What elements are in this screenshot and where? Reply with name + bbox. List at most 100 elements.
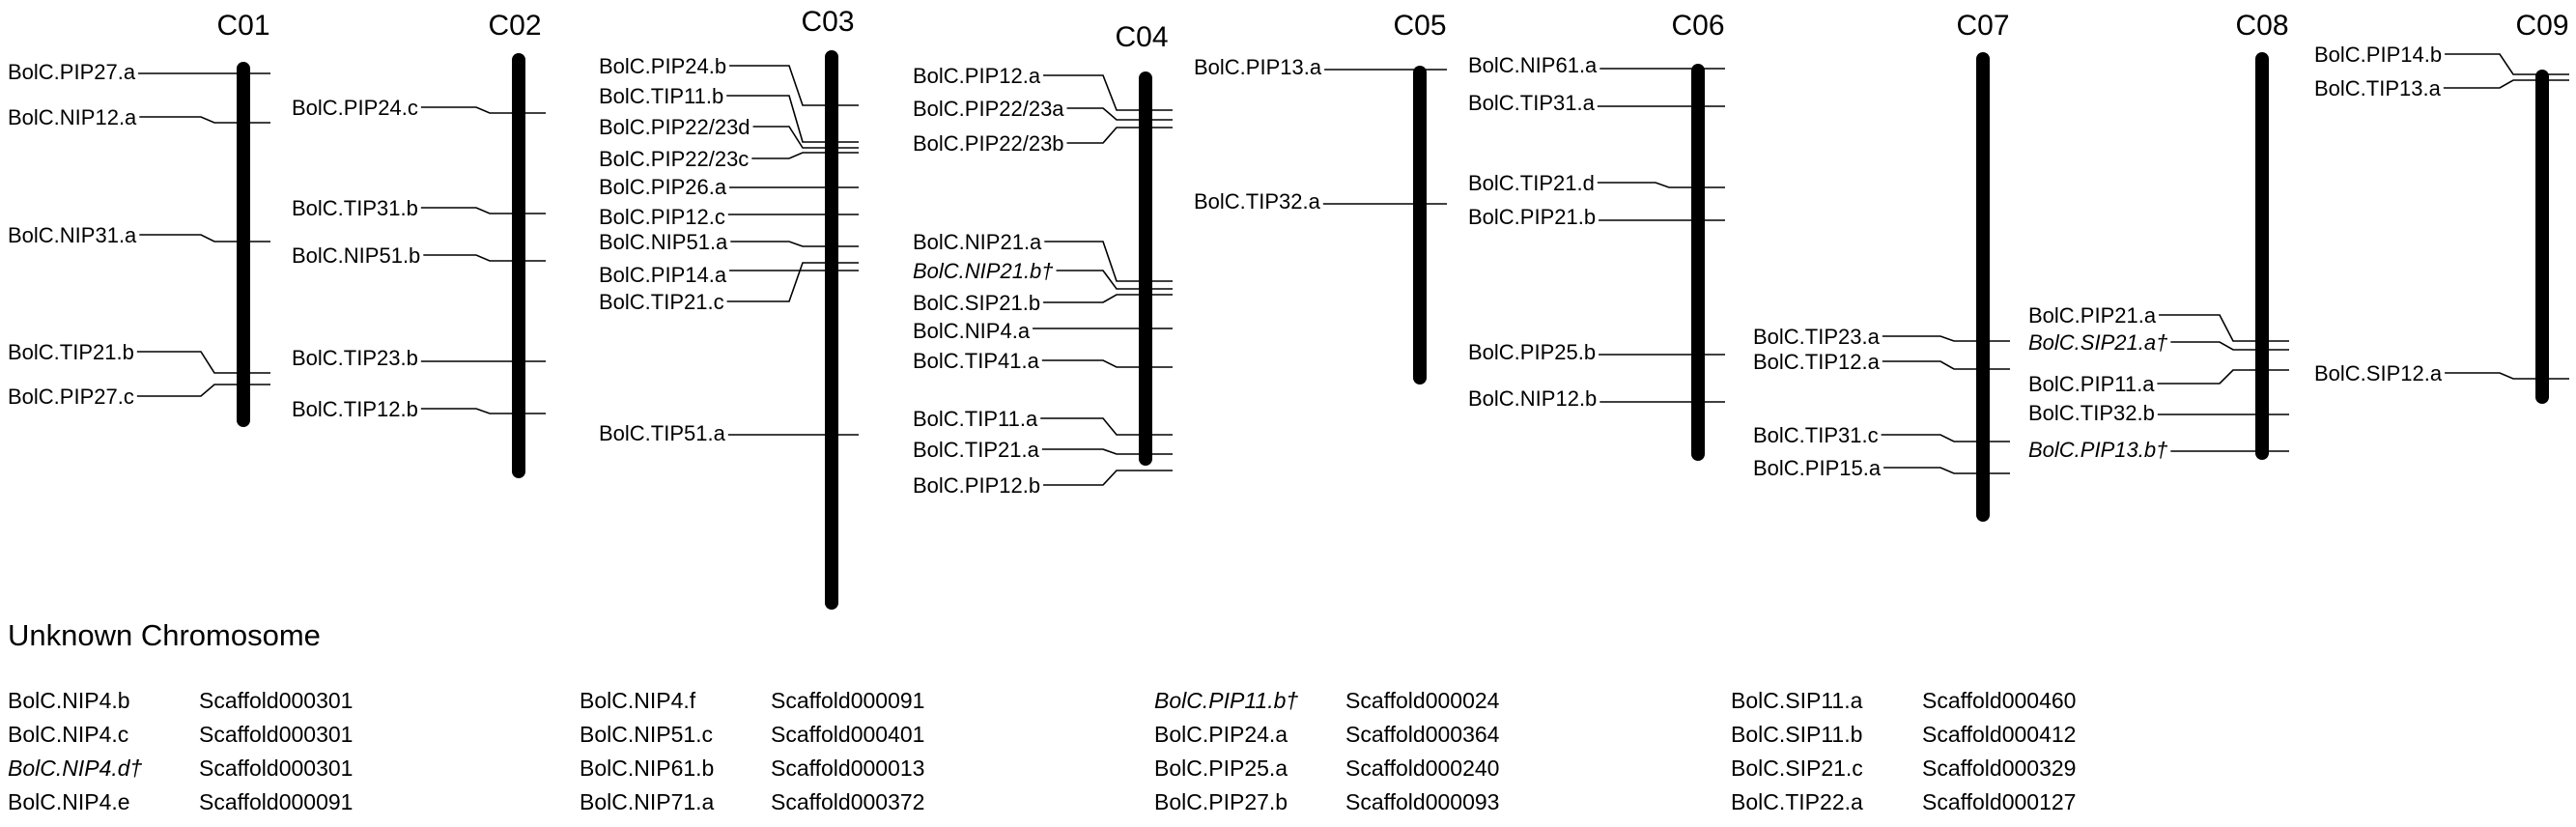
gene-label: BolC.PIP12.a xyxy=(913,64,1041,88)
gene-marker-line xyxy=(2443,79,2569,89)
gene-label: BolC.PIP15.a xyxy=(1753,456,1882,480)
chromosome-title: C01 xyxy=(216,10,269,42)
gene-marker-line xyxy=(420,207,546,214)
gene-label: BolC.TIP21.c xyxy=(599,290,724,314)
gene-label: BolC.TIP32.a xyxy=(1194,189,1321,214)
unknown-gene-name: BolC.NIP4.b xyxy=(8,688,130,713)
gene-label: BolC.NIP4.a xyxy=(913,319,1031,343)
gene-label: BolC.NIP12.b xyxy=(1468,386,1597,411)
scaffold-name: Scaffold000372 xyxy=(771,789,925,814)
gene-marker-line xyxy=(423,254,546,262)
gene-label: BolC.PIP13.b† xyxy=(2028,438,2167,462)
gene-label: BolC.SIP21.b xyxy=(913,291,1040,315)
chromosome-title: C04 xyxy=(1115,21,1168,53)
gene-label: BolC.PIP14.b xyxy=(2314,43,2442,67)
unknown-gene-name: BolC.PIP25.a xyxy=(1154,756,1288,781)
gene-label: BolC.PIP22/23d xyxy=(599,115,750,139)
gene-label: BolC.PIP21.a xyxy=(2028,303,2157,328)
chromosome-c01: C01BolC.PIP27.aBolC.NIP12.aBolC.NIP31.aB… xyxy=(8,10,270,427)
gene-marker-line xyxy=(1882,335,2010,342)
gene-marker-line xyxy=(726,95,859,143)
scaffold-name: Scaffold000091 xyxy=(771,688,925,713)
scaffold-name: Scaffold000301 xyxy=(199,722,354,747)
gene-label: BolC.PIP27.a xyxy=(8,60,136,84)
chromosome-c06: C06BolC.NIP61.aBolC.TIP31.aBolC.TIP21.dB… xyxy=(1468,10,1725,461)
gene-label: BolC.NIP51.a xyxy=(599,230,728,254)
chromosome-c02: C02BolC.PIP24.cBolC.TIP31.bBolC.NIP51.bB… xyxy=(292,10,546,478)
gene-label: BolC.TIP31.c xyxy=(1753,423,1879,447)
unknown-gene-name: BolC.TIP22.a xyxy=(1731,789,1863,814)
gene-label: BolC.PIP25.b xyxy=(1468,340,1596,364)
chromosome-title: C08 xyxy=(2235,10,2288,42)
chromosome-title: C07 xyxy=(1956,10,2009,42)
gene-label: BolC.PIP11.a xyxy=(2028,372,2155,396)
gene-marker-line xyxy=(1597,182,1725,188)
chromosome-c03: C03BolC.PIP24.bBolC.TIP11.bBolC.PIP22/23… xyxy=(599,6,859,610)
gene-marker-line xyxy=(1066,127,1173,144)
unknown-gene-name: BolC.NIP71.a xyxy=(580,789,715,814)
gene-label: BolC.NIP12.a xyxy=(8,105,137,129)
unknown-gene-name: BolC.SIP11.b xyxy=(1731,722,1863,747)
gene-label: BolC.TIP12.b xyxy=(292,397,418,421)
unknown-gene-name: BolC.PIP24.a xyxy=(1154,722,1288,747)
gene-marker-line xyxy=(1040,417,1173,436)
gene-label: BolC.TIP51.a xyxy=(599,421,726,445)
gene-marker-line xyxy=(752,126,859,149)
unknown-gene-name: BolC.SIP11.a xyxy=(1731,688,1863,713)
scaffold-name: Scaffold000024 xyxy=(1345,688,1500,713)
chromosome-title: C02 xyxy=(488,10,541,42)
gene-label: BolC.PIP12.c xyxy=(599,205,725,229)
gene-marker-line xyxy=(1043,74,1173,111)
chromosome-bar xyxy=(512,53,525,478)
gene-marker-line xyxy=(726,262,859,302)
chromosome-bar xyxy=(2535,70,2549,404)
gene-marker-line xyxy=(136,384,270,397)
gene-label: BolC.TIP31.a xyxy=(1468,91,1596,115)
gene-label: BolC.SIP21.a† xyxy=(2028,330,2167,355)
gene-marker-line xyxy=(729,65,859,106)
gene-marker-line xyxy=(1044,241,1173,282)
gene-marker-line xyxy=(420,408,546,414)
gene-label: BolC.TIP23.b xyxy=(292,346,418,370)
gene-label: BolC.TIP41.a xyxy=(913,349,1040,373)
chromosome-title: C05 xyxy=(1393,10,1446,42)
unknown-gene-name: BolC.NIP61.b xyxy=(580,756,715,781)
gene-label: BolC.TIP23.a xyxy=(1753,325,1881,349)
gene-label: BolC.PIP22/23c xyxy=(599,147,749,171)
scaffold-name: Scaffold000127 xyxy=(1922,789,2077,814)
gene-marker-line xyxy=(139,234,270,242)
gene-marker-line xyxy=(1043,294,1173,303)
gene-label: BolC.TIP21.b xyxy=(8,340,134,364)
scaffold-name: Scaffold000460 xyxy=(1922,688,2077,713)
chromosome-map: C01BolC.PIP27.aBolC.NIP12.aBolC.NIP31.aB… xyxy=(8,6,2569,610)
gene-label: BolC.TIP11.a xyxy=(913,407,1038,431)
gene-label: BolC.PIP27.c xyxy=(8,385,134,409)
scaffold-name: Scaffold000364 xyxy=(1345,722,1500,747)
gene-label: BolC.PIP13.a xyxy=(1194,55,1322,79)
gene-label: BolC.PIP14.a xyxy=(599,263,727,287)
gene-marker-line xyxy=(2157,369,2289,385)
scaffold-name: Scaffold000091 xyxy=(199,789,354,814)
gene-marker-line xyxy=(1881,434,2010,442)
unknown-gene-name: BolC.NIP4.f xyxy=(580,688,696,713)
scaffold-name: Scaffold000013 xyxy=(771,756,925,781)
unknown-gene-name: BolC.NIP4.d† xyxy=(8,756,143,781)
gene-label: BolC.PIP26.a xyxy=(599,175,727,199)
scaffold-name: Scaffold000093 xyxy=(1345,789,1500,814)
chromosome-bar xyxy=(2255,52,2269,460)
gene-label: BolC.NIP61.a xyxy=(1468,53,1598,77)
gene-label: BolC.NIP51.b xyxy=(292,243,420,268)
chromosome-title: C03 xyxy=(801,6,854,38)
gene-marker-line xyxy=(1056,270,1173,290)
gene-label: BolC.TIP21.d xyxy=(1468,171,1595,195)
gene-label: BolC.NIP31.a xyxy=(8,223,137,247)
scaffold-name: Scaffold000401 xyxy=(771,722,925,747)
gene-marker-line xyxy=(1883,467,2010,474)
gene-label: BolC.TIP21.a xyxy=(913,438,1040,462)
gene-marker-line xyxy=(730,241,859,247)
unknown-chromosome-heading: Unknown Chromosome xyxy=(8,618,321,652)
scaffold-name: Scaffold000412 xyxy=(1922,722,2077,747)
scaffold-name: Scaffold000240 xyxy=(1345,756,1500,781)
chromosome-c07: C07BolC.TIP23.aBolC.TIP12.aBolC.TIP31.cB… xyxy=(1753,10,2010,522)
unknown-gene-name: BolC.PIP27.b xyxy=(1154,789,1288,814)
